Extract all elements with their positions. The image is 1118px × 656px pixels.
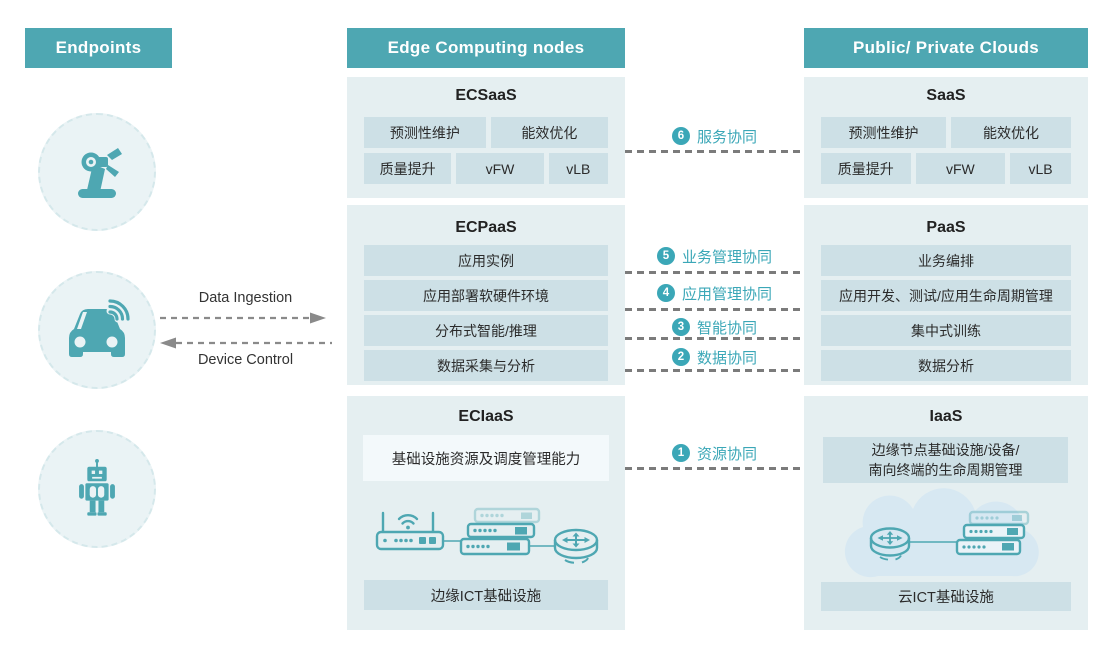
collab-label: 资源协同 [696,445,757,463]
collab-line-service [625,150,804,153]
collab-label: 应用管理协同 [681,285,772,303]
paas-rows: 业务编排 应用开发、测试/应用生命周期管理 集中式训练 数据分析 [804,245,1088,381]
flow-arrows [160,312,332,349]
feature-chip: vFW [915,153,1006,184]
header-public-private-clouds: Public/ Private Clouds [804,28,1088,68]
eciaas-infra-chip: 边缘ICT基础设施 [364,580,608,610]
iaas-capability-line1: 边缘节点基础设施/设备/ [871,442,1020,458]
iaas-capability: 边缘节点基础设施/设备/ 南向终端的生命周期管理 [823,437,1068,483]
header-endpoints: Endpoints [25,28,172,68]
collab-number-badge: 3 [671,318,690,336]
feature-chip: 能效优化 [950,117,1071,148]
ecpaas-title: ECPaaS [455,219,517,236]
data-ingestion-label: Data Ingestion [198,290,293,306]
collab-number-badge: 1 [671,444,690,462]
collab-number-badge: 2 [671,348,690,366]
feature-chip: 预测性维护 [821,117,946,148]
ecpaas-rows: 应用实例 应用部署软硬件环境 分布式智能/推理 数据采集与分析 [347,245,625,381]
connected-car-icon [69,299,130,357]
saas-chip-row-1: 预测性维护 能效优化 [821,117,1071,148]
collab-business-mgmt: 5 业务管理协同 [625,246,804,266]
layer-row: 数据分析 [821,350,1071,381]
layer-row: 分布式智能/推理 [364,315,608,346]
eciaas-box: ECIaaS 基础设施资源及调度管理能力 [347,396,625,630]
ecsaas-chip-row-1: 预测性维护 能效优化 [364,117,608,148]
iaas-box: IaaS 边缘节点基础设施/设备/ 南向终端的生命周期管理 [804,396,1088,630]
collab-intelligence: 3 智能协同 [625,317,804,337]
collab-label: 业务管理协同 [681,248,772,266]
ecsaas-title: ECSaaS [455,87,517,104]
collab-resource: 1 资源协同 [625,443,804,463]
collab-line-business-mgmt [625,271,804,274]
eciaas-capability: 基础设施资源及调度管理能力 [363,435,609,481]
collab-line-app-mgmt [625,308,804,311]
collab-number-badge: 4 [656,284,675,302]
ecpaas-box: ECPaaS 应用实例 应用部署软硬件环境 分布式智能/推理 数据采集与分析 [347,205,625,385]
saas-title: SaaS [926,87,966,104]
device-control-arrowhead [160,337,176,349]
collab-number-badge: 5 [656,247,675,265]
collab-line-data [625,369,804,372]
collab-app-mgmt: 4 应用管理协同 [625,283,804,303]
feature-chip: vLB [548,153,608,184]
cloud-infrastructure-icon [844,488,1039,578]
endpoint-robot-arm [38,113,156,231]
collab-line-resource [625,467,804,470]
layer-row: 应用开发、测试/应用生命周期管理 [821,280,1071,311]
layer-row: 业务编排 [821,245,1071,276]
collab-label: 数据协同 [696,349,757,367]
ecsaas-box: ECSaaS 预测性维护 能效优化 质量提升 vFW vLB [347,77,625,198]
saas-box: SaaS 预测性维护 能效优化 质量提升 vFW vLB [804,77,1088,198]
robot-icon [79,458,115,516]
paas-box: PaaS 业务编排 应用开发、测试/应用生命周期管理 集中式训练 数据分析 [804,205,1088,385]
robot-arm-icon [78,148,122,198]
layer-row: 数据采集与分析 [364,350,608,381]
saas-chip-row-2: 质量提升 vFW vLB [821,153,1071,184]
layer-row: 应用实例 [364,245,608,276]
iaas-infra-chip: 云ICT基础设施 [821,582,1071,611]
header-edge-computing-nodes: Edge Computing nodes [347,28,625,68]
feature-chip: 能效优化 [490,117,608,148]
layer-row: 应用部署软硬件环境 [364,280,608,311]
eciaas-title: ECIaaS [458,408,514,425]
feature-chip: 预测性维护 [364,117,486,148]
device-control-label: Device Control [197,352,294,368]
collab-number-badge: 6 [671,127,690,145]
iaas-capability-line2: 南向终端的生命周期管理 [868,462,1023,478]
feature-chip: 质量提升 [364,153,452,184]
collab-service: 6 服务协同 [625,126,804,146]
paas-title: PaaS [926,219,966,236]
collab-label: 智能协同 [696,319,757,337]
ecsaas-chip-row-2: 质量提升 vFW vLB [364,153,608,184]
feature-chip: 质量提升 [821,153,911,184]
collab-label: 服务协同 [696,128,757,146]
collab-data: 2 数据协同 [625,347,804,367]
feature-chip: vLB [1010,153,1071,184]
data-ingestion-arrowhead [310,312,326,324]
iaas-title: IaaS [929,408,963,425]
layer-row: 集中式训练 [821,315,1071,346]
endpoint-connected-car [38,271,156,389]
edge-network-devices-icon [375,507,599,564]
feature-chip: vFW [456,153,544,184]
collab-line-intelligence [625,337,804,340]
endpoint-robot [38,430,156,548]
